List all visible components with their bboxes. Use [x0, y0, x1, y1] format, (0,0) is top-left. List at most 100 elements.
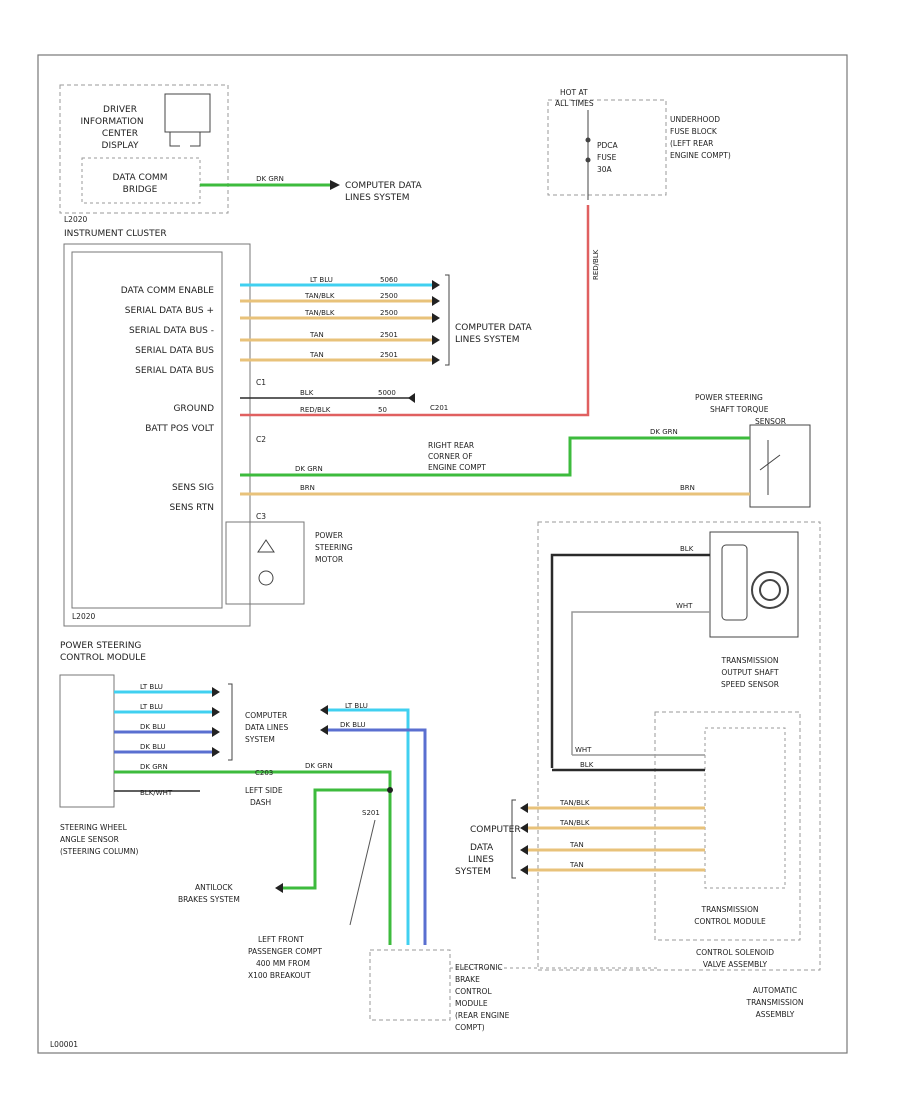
fuse-label-3: 30A: [597, 165, 613, 174]
pscm-name-label: POWER STEERING: [60, 641, 141, 651]
abs-label: ANTILOCK: [195, 883, 234, 892]
fuse-block-box: [547, 99, 667, 196]
ps-motor-label-3: MOTOR: [315, 555, 343, 564]
wire-swas-grn: [114, 770, 392, 945]
pscm-pin-label-8: SENS SIG: [172, 483, 214, 493]
tos-sensor-label-3: SPEED SENSOR: [721, 680, 779, 689]
lf-passenger-label: LEFT FRONT: [258, 935, 304, 944]
tos-sensor-label: TRANSMISSION: [721, 656, 779, 665]
wire-label-blk-tos: BLK: [680, 545, 694, 553]
wire-label-wht-tos: WHT: [676, 602, 693, 610]
torque-sensor-box: [749, 424, 811, 508]
wire-label-red-vertical: RED/BLK: [592, 249, 600, 280]
circuit-50: 50: [378, 406, 387, 414]
pscm-ref-label: COMPUTER DATA: [455, 323, 532, 333]
dic-display-label: DRIVER: [103, 105, 137, 115]
dic-display-box: [164, 93, 211, 133]
wire-label-lt-blu: LT BLU: [310, 276, 333, 284]
wire-batt-red: [240, 205, 590, 417]
auto-trans-label: AUTOMATIC: [753, 986, 797, 995]
left-side-dash-label-2: DASH: [250, 798, 271, 807]
wire-label-dk-grn-swas: DK GRN: [140, 763, 168, 771]
wire-label-tan-tcm-1: TAN: [569, 841, 584, 849]
instrument-cluster-label: INSTRUMENT CLUSTER: [64, 229, 167, 239]
tcm-ref-label-2: DATA: [470, 843, 494, 853]
ps-motor-label: POWER: [315, 531, 343, 540]
torque-sensor-label: POWER STEERING: [695, 393, 763, 402]
wire-label-dk-blu-swas-1: DK BLU: [140, 723, 166, 731]
circuit-2501-b: 2501: [380, 351, 398, 359]
wire-ebcm-dk-blu: [325, 728, 427, 945]
diagram-frame: [37, 54, 848, 1054]
circuit-2501-a: 2501: [380, 331, 398, 339]
wire-label-dk-blu-ebcm: DK BLU: [340, 721, 366, 729]
ebcm-label-5: (REAR ENGINE: [455, 1011, 510, 1020]
dic-dashed-box: [59, 84, 229, 214]
ebcm-label-2: BRAKE: [455, 975, 480, 984]
wire-ebcm-lt-blu: [325, 708, 410, 945]
tcm-ref-label-3: LINES: [468, 855, 494, 865]
dic-arrow: [330, 180, 340, 190]
pscm-pin-label-6: GROUND: [173, 404, 214, 414]
swas-label: STEERING WHEEL: [60, 823, 128, 832]
abs-label-2: BRAKES SYSTEM: [178, 895, 240, 904]
dic-display-label-4: DISPLAY: [102, 141, 139, 151]
wire-label-tan-1: TAN: [309, 331, 324, 339]
tcm-ref-label: COMPUTER: [470, 825, 521, 835]
lf-passenger-label-2: PASSENGER COMPT: [248, 947, 322, 956]
fuse-label-2: FUSE: [597, 153, 617, 162]
pscm-pin-label-1: DATA COMM ENABLE: [121, 286, 215, 296]
wire-abs-grn: [280, 788, 390, 890]
connector-c3: C3: [256, 512, 266, 521]
diagram-code: L00001: [50, 1040, 78, 1049]
wire-tos-wht: [571, 611, 710, 755]
pscm-ref-label-2: LINES SYSTEM: [455, 335, 520, 345]
circuit-2500-a: 2500: [380, 292, 398, 300]
wire-label-tan-2: TAN: [309, 351, 324, 359]
ebcm-box: [369, 949, 451, 1021]
lf-passenger-label-3: 400 MM FROM: [256, 959, 310, 968]
pscm-pin-label-3: SERIAL DATA BUS -: [129, 326, 214, 336]
wire-label-tan-blk-1: TAN/BLK: [304, 292, 335, 300]
wire-label-dk-grn-1: DK GRN: [295, 465, 323, 473]
torque-sensor-label-3: SENSOR: [755, 417, 786, 426]
swas-ref-label-3: SYSTEM: [245, 735, 275, 744]
left-side-dash-label: LEFT SIDE: [245, 786, 283, 795]
wire-label-blk: BLK: [300, 389, 314, 397]
connector-c2: C2: [256, 435, 266, 444]
rr-corner-label-3: ENGINE COMPT: [428, 463, 486, 472]
splice-s201: S201: [362, 809, 380, 817]
circuit-2500-b: 2500: [380, 309, 398, 317]
cluster-code: L2020: [64, 215, 87, 224]
hot-at-label: HOT AT: [560, 88, 588, 97]
lf-passenger-label-4: X100 BREAKOUT: [248, 971, 311, 980]
tos-sensor-box: [709, 531, 799, 638]
swas-label-2: ANGLE SENSOR: [60, 835, 119, 844]
pscm-pin-label-7: BATT POS VOLT: [145, 424, 214, 434]
pscm-outer-box: [63, 243, 251, 627]
dic-display-label-3: CENTER: [102, 129, 138, 139]
wire-label-brn-1: BRN: [300, 484, 315, 492]
wire-label-lt-blu-ebcm: LT BLU: [345, 702, 368, 710]
underhood-label: UNDERHOOD: [670, 115, 720, 124]
data-bracket: [445, 274, 450, 366]
rr-corner-label: RIGHT REAR: [428, 441, 474, 450]
circuit-5000: 5000: [378, 389, 396, 397]
dic-display-label-2: INFORMATION: [80, 117, 143, 127]
wire-label-tan-blk-tcm-2: TAN/BLK: [559, 819, 590, 827]
control-solenoid-label: CONTROL SOLENOID: [696, 948, 774, 957]
splice-c201: C201: [430, 404, 448, 412]
wire-sens-sig: [240, 436, 750, 477]
underhood-label-4: ENGINE COMPT): [670, 151, 731, 160]
swas-ref-label-2: DATA LINES: [245, 723, 288, 732]
underhood-label-3: (LEFT REAR: [670, 139, 713, 148]
pscm-pin-label-9: SENS RTN: [169, 503, 214, 513]
tos-sensor-label-2: OUTPUT SHAFT: [721, 668, 779, 677]
wire-tos-blk: [550, 553, 710, 768]
underhood-label-2: FUSE BLOCK: [670, 127, 718, 136]
auto-trans-label-3: ASSEMBLY: [756, 1010, 795, 1019]
wire-label-lt-blu-swas-1: LT BLU: [140, 683, 163, 691]
torque-sensor-label-2: SHAFT TORQUE: [710, 405, 769, 414]
tcm-box: [654, 711, 801, 941]
